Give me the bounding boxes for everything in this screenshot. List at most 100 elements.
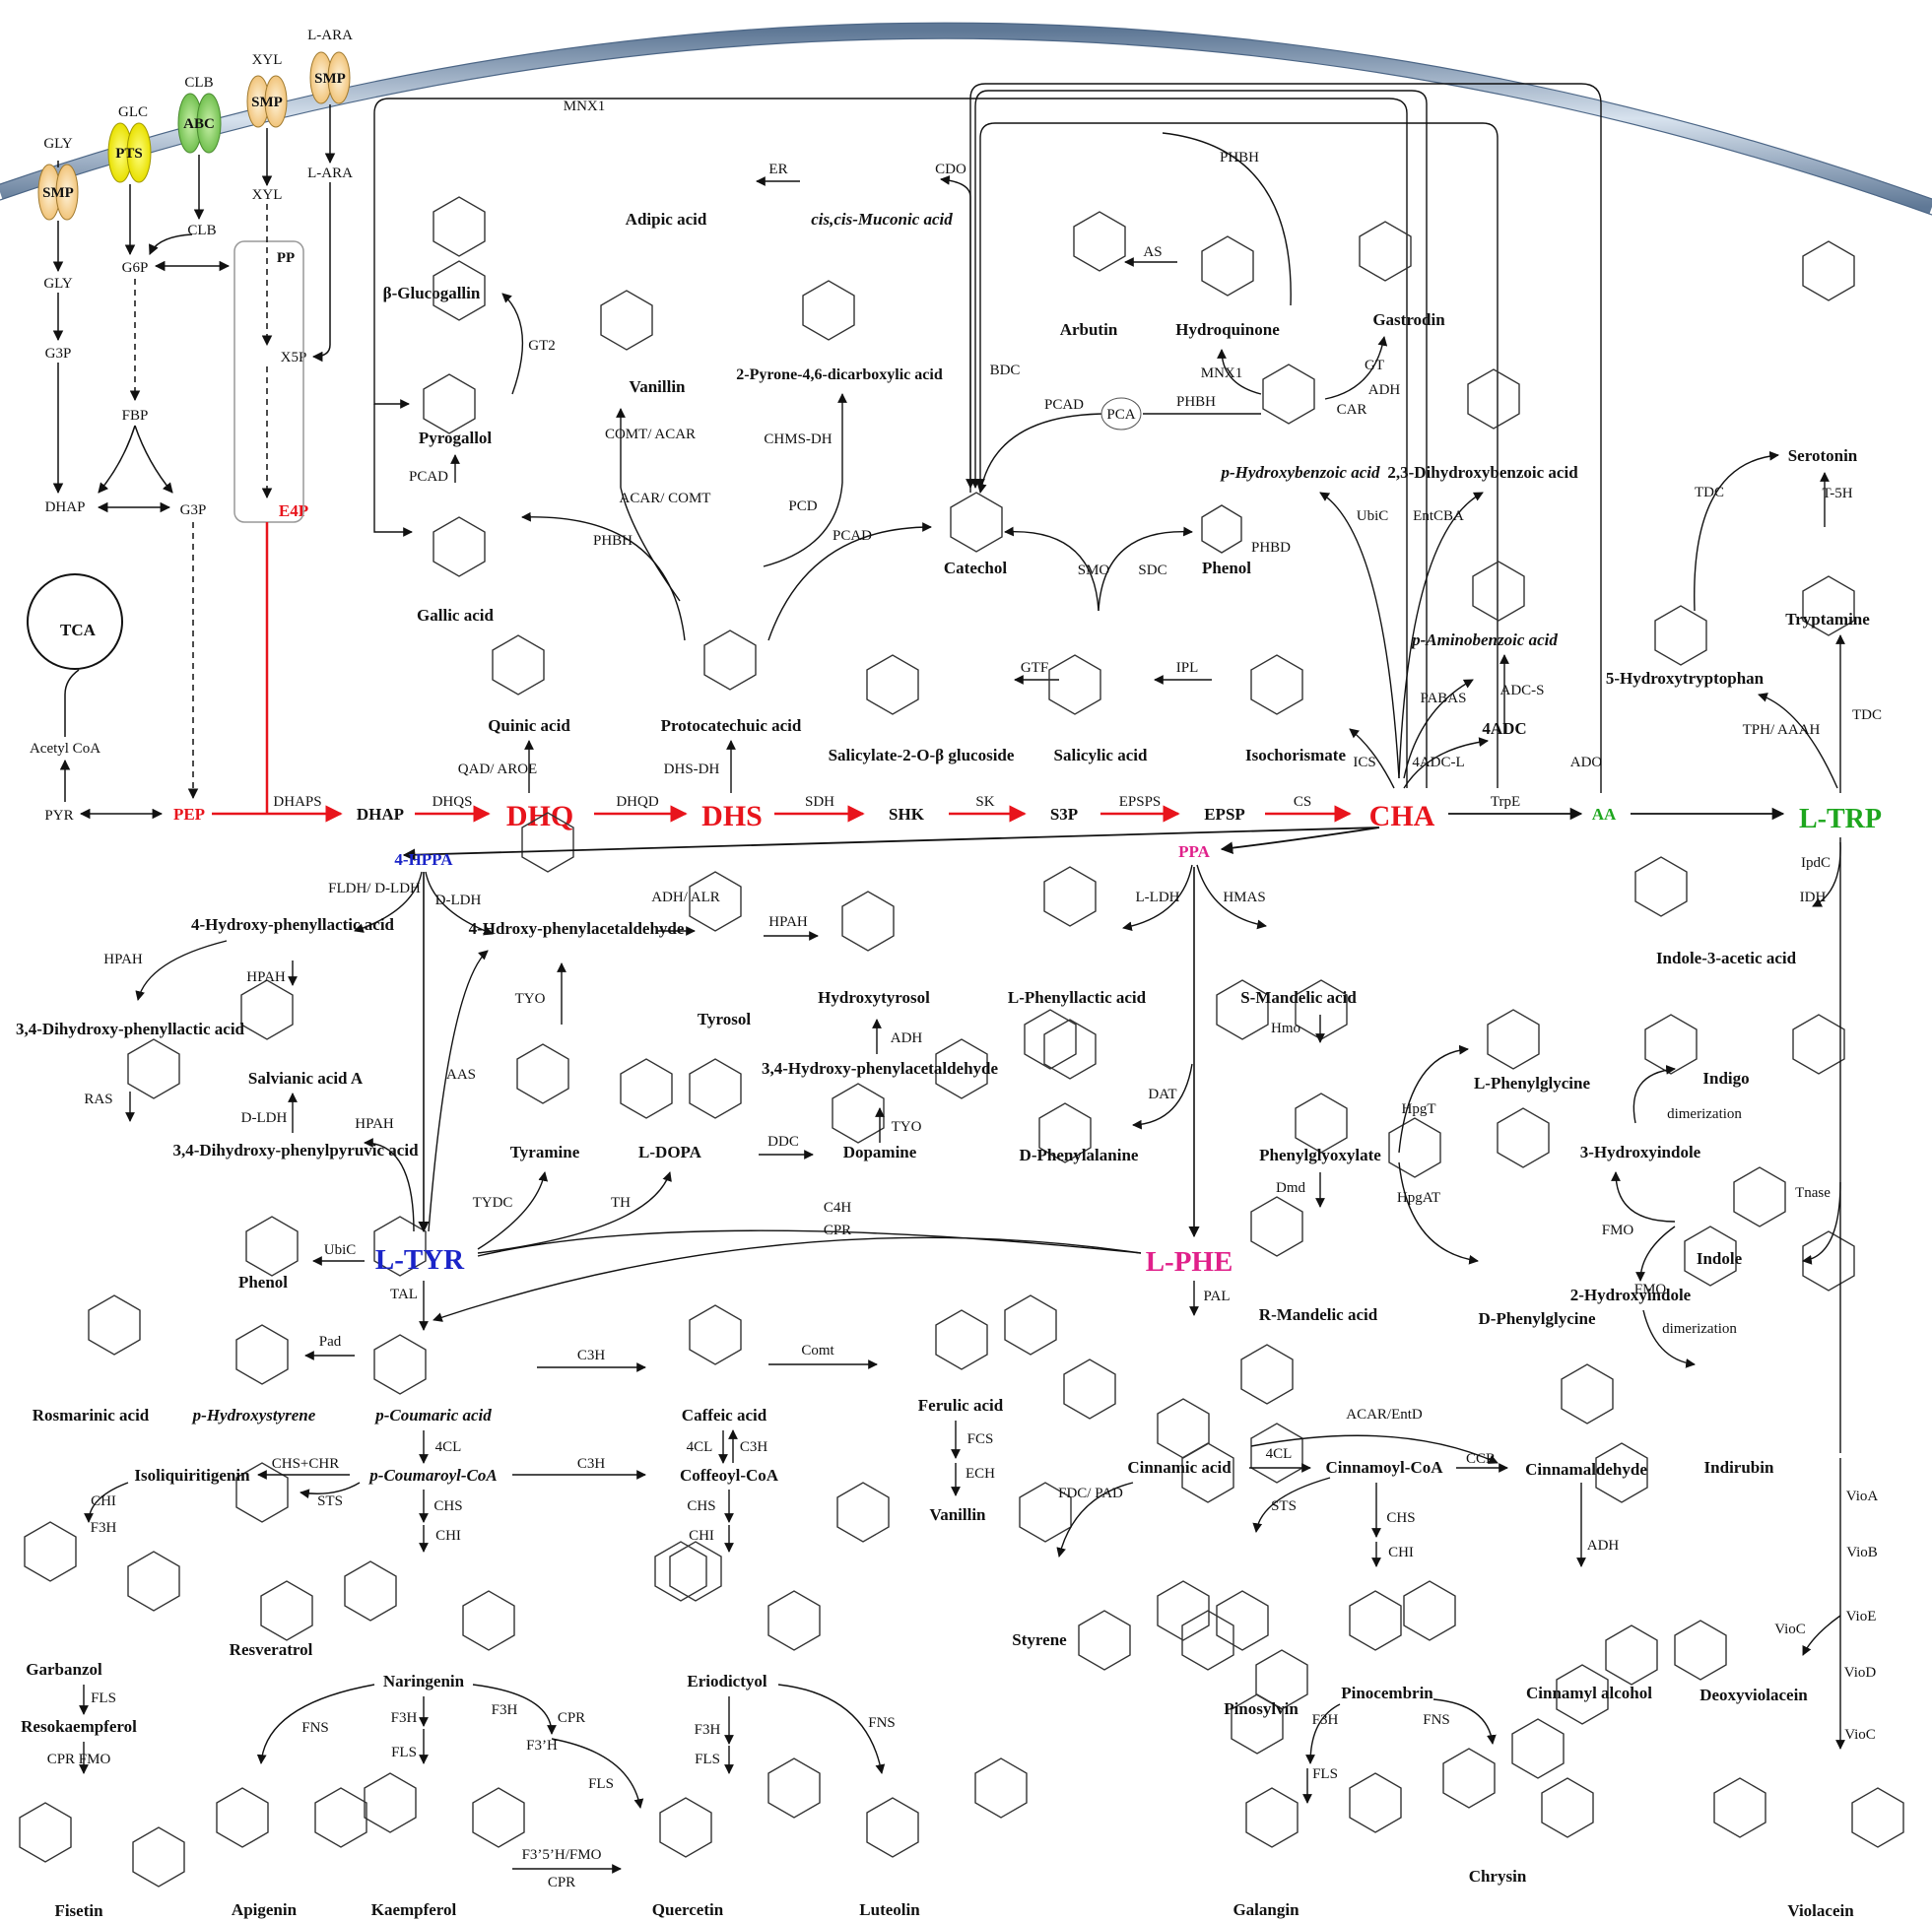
phenylprop-f3h2-label: F3H bbox=[391, 1710, 418, 1726]
phenylprop-cpr2-label: CPR bbox=[558, 1710, 585, 1726]
cinnamic-ccr-label: CCR bbox=[1466, 1451, 1496, 1467]
upper-salicylic-label: Salicylic acid bbox=[1054, 746, 1148, 764]
phenylprop-f3h4-label: F3H bbox=[695, 1722, 721, 1738]
upper-b-glucogallin-label: β-Glucogallin bbox=[383, 284, 481, 302]
upper-dhs-dh-label: DHS-DH bbox=[664, 762, 720, 777]
phenylprop-sts1-label: STS bbox=[317, 1493, 343, 1509]
sugars-x5p-label: X5P bbox=[281, 350, 307, 365]
cell-membrane bbox=[0, 23, 1932, 215]
trp-branch-idh-label: IDH bbox=[1800, 890, 1827, 905]
trp-branch-htp-label: 5-Hydroxytryptophan bbox=[1606, 669, 1765, 688]
main-path-dhap-label: DHAP bbox=[357, 805, 404, 824]
cinnamic-pinocembrin-label: Pinocembrin bbox=[1341, 1684, 1433, 1702]
tyr-branch-d-ldh-label: D-LDH bbox=[435, 893, 482, 908]
phe-branch-l-phg-label: L-Phenylglycine bbox=[1474, 1074, 1591, 1093]
phenylprop-vanillin-label: Vanillin bbox=[929, 1505, 986, 1524]
phenylprop-ech-label: ECH bbox=[966, 1466, 995, 1482]
phenylprop-fls3-label: FLS bbox=[588, 1776, 614, 1792]
tyr-branch-phenol-label: Phenol bbox=[238, 1273, 288, 1292]
upper-qad-label: QAD/ AROE bbox=[458, 762, 537, 777]
trp-branch-hydroxyindole2-label: 2-Hydroxyindole bbox=[1570, 1286, 1692, 1304]
upper-car-label: CAR bbox=[1337, 402, 1367, 418]
phenylprop-chi1-label: CHI bbox=[91, 1493, 116, 1509]
cinnamic-cinnamic-label: Cinnamic acid bbox=[1127, 1458, 1232, 1477]
transporters-abc-label: ABC bbox=[183, 116, 215, 132]
upper-as-label: AS bbox=[1143, 244, 1162, 260]
tyr-branch: 4-HPPA FLDH/ D-LDH D-LDH 4-Hydroxy-pheny… bbox=[16, 827, 1380, 1425]
upper-dhba-label: 2,3-Dihydroxybenzoic acid bbox=[1387, 463, 1578, 482]
main-path-aa-label: AA bbox=[1592, 805, 1617, 824]
cinnamic-chrysin-label: Chrysin bbox=[1469, 1867, 1527, 1886]
main-path-enz-dhaps-label: DHAPS bbox=[273, 794, 321, 810]
tyr-branch-pad-label: Pad bbox=[319, 1334, 342, 1350]
upper-adc-s-label: ADC-S bbox=[1499, 683, 1544, 698]
cinnamic-fdc-pad-label: FDC/ PAD bbox=[1058, 1486, 1123, 1501]
phenylprop-chs1-label: CHS bbox=[433, 1498, 462, 1514]
upper-adc-label: 4ADC bbox=[1482, 719, 1526, 738]
tyr-branch-ddc-label: DDC bbox=[767, 1134, 799, 1150]
main-path-enz-epsps-label: EPSPS bbox=[1119, 794, 1162, 810]
cinnamic-pinosylvin-label: Pinosylvin bbox=[1224, 1699, 1299, 1718]
tyr-branch-adh2-label: ADH bbox=[891, 1030, 923, 1046]
tyr-branch-p-hs-label: p-Hydroxystyrene bbox=[191, 1406, 316, 1425]
phe-branch-c4h-label: C4H bbox=[824, 1200, 852, 1216]
upper-salicylate-glc-label: Salicylate-2-O-β glucoside bbox=[829, 746, 1015, 764]
phenylprop-4cl1-label: 4CL bbox=[435, 1439, 462, 1455]
cinnamic-acar-entd-label: ACAR/EntD bbox=[1346, 1407, 1423, 1423]
upper-vanillin-top-label: Vanillin bbox=[629, 377, 686, 396]
phenylprop-resokaempferol-label: Resokaempferol bbox=[21, 1717, 137, 1736]
upper-phba-label: p-Hydroxybenzoic acid bbox=[1220, 463, 1380, 482]
phenylprop-f3h3-label: F3H bbox=[492, 1702, 518, 1718]
trp-branch-indirubin-label: Indirubin bbox=[1704, 1458, 1774, 1477]
trp-branch-tnase-label: Tnase bbox=[1795, 1185, 1831, 1201]
cinnamic-adh-label: ADH bbox=[1587, 1538, 1620, 1554]
main-path-enz-dhqd-label: DHQD bbox=[616, 794, 658, 810]
sugars-gly-out-label: GLY bbox=[43, 136, 72, 152]
cinnamic-cinnamaldehyde-label: Cinnamaldehyde bbox=[1525, 1460, 1647, 1479]
upper-protocatechuic-label: Protocatechuic acid bbox=[661, 716, 802, 735]
upper-quinic-label: Quinic acid bbox=[488, 716, 570, 735]
phe-branch-ppa-label: PPA bbox=[1178, 842, 1211, 861]
main-path-enz-sk-label: SK bbox=[975, 794, 994, 810]
sugar-uptake: GLY GLC CLB XYL L-ARA GLY CLB XYL L-ARA … bbox=[27, 28, 353, 824]
trp-branch-ipdc-label: IpdC bbox=[1801, 855, 1831, 871]
smp-transporter-ara: SMP bbox=[309, 51, 351, 104]
phenylprop-chs-chr-label: CHS+CHR bbox=[272, 1456, 339, 1472]
phenylprop-ferulic-label: Ferulic acid bbox=[918, 1396, 1004, 1415]
upper-ics-label: ICS bbox=[1353, 755, 1375, 770]
phe-branch-hmo-label: Hmo bbox=[1271, 1021, 1300, 1036]
upper-arbutin-label: Arbutin bbox=[1060, 320, 1118, 339]
phenylprop-fls1-label: FLS bbox=[91, 1690, 116, 1706]
upper-sdc-label: SDC bbox=[1138, 563, 1166, 578]
trp-branch-vioc2-label: VioC bbox=[1844, 1727, 1876, 1743]
phe-branch-dmd-label: Dmd bbox=[1276, 1180, 1306, 1196]
upper-phbd-label: PHBD bbox=[1251, 540, 1291, 556]
tyr-branch-tyramine-label: Tyramine bbox=[510, 1143, 580, 1161]
phenylprop-f3h-prime-label: F3’H bbox=[526, 1738, 558, 1754]
main-path-enz-trpe-label: TrpE bbox=[1491, 794, 1520, 810]
sugars-pep-label: PEP bbox=[173, 805, 205, 824]
phenylprop-quercetin-label: Quercetin bbox=[652, 1900, 724, 1919]
phe-branch-d-phe-label: D-Phenylalanine bbox=[1020, 1146, 1139, 1164]
upper-ipl-label: IPL bbox=[1176, 660, 1199, 676]
upper-pyrogallol-label: Pyrogallol bbox=[419, 429, 493, 447]
phenylprop-apigenin-label: Apigenin bbox=[232, 1900, 298, 1919]
sugars-glc-label: GLC bbox=[118, 104, 148, 120]
upper-pcad1-label: PCAD bbox=[409, 469, 448, 485]
trp-branch-violacein-label: Violacein bbox=[1787, 1901, 1854, 1920]
sugars-fbp-label: FBP bbox=[122, 408, 149, 424]
cinnamic-fns-label: FNS bbox=[1423, 1712, 1450, 1728]
sugars-lara-out-label: L-ARA bbox=[307, 28, 353, 43]
upper-phenol-top-label: Phenol bbox=[1202, 559, 1251, 577]
phe-branch-dat-label: DAT bbox=[1148, 1087, 1176, 1102]
phenylprop-cpr3-label: CPR bbox=[548, 1875, 575, 1890]
transporters-smp2-label: SMP bbox=[251, 95, 283, 110]
phenylprop-chs2-label: CHS bbox=[687, 1498, 715, 1514]
tyr-branch-hpla-label: 4-Hydroxy-phenyllactic acid bbox=[191, 915, 395, 934]
sugars-xyl-out-label: XYL bbox=[252, 52, 283, 68]
phenylprop-c3h1-label: C3H bbox=[577, 1348, 606, 1363]
tyr-branch-hydroxytyrosol-label: Hydroxytyrosol bbox=[818, 988, 930, 1007]
cinnamic-chs-label: CHS bbox=[1386, 1510, 1415, 1526]
phe-branch-hpgat-label: HpgAT bbox=[1397, 1190, 1440, 1206]
